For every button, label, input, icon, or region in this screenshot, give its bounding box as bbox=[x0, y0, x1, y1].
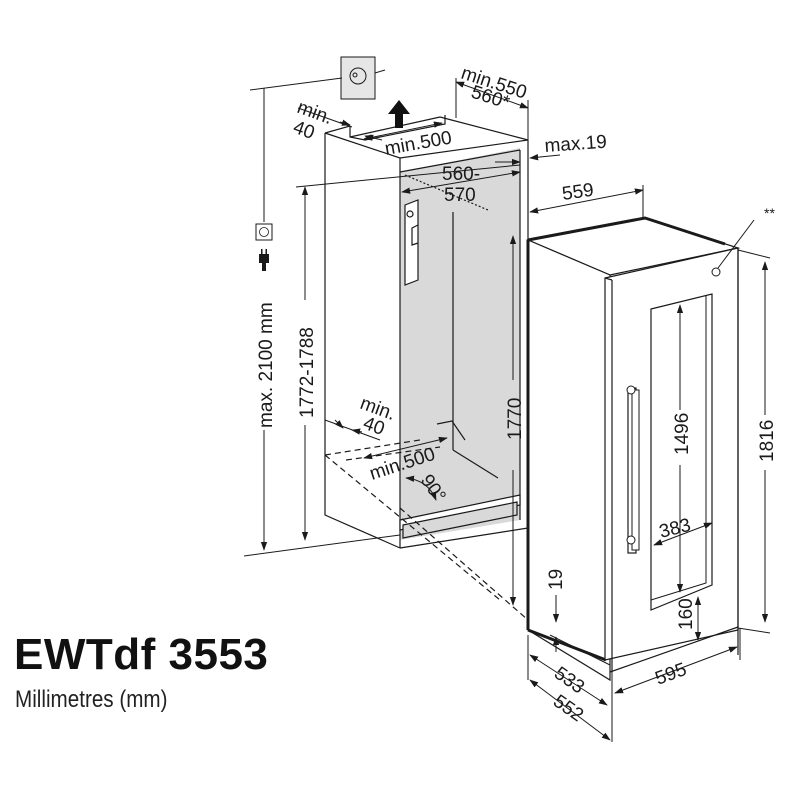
model-title: EWTdf 3553 bbox=[14, 630, 269, 679]
dimension-lines bbox=[243, 77, 771, 742]
dim-niche-height: 1772-1788 bbox=[297, 327, 318, 418]
note-marker: ** bbox=[764, 205, 775, 221]
dim-appliance-height: 1816 bbox=[757, 420, 778, 462]
dim-glass-bottom-offset: 160 bbox=[676, 598, 697, 630]
appliance bbox=[525, 216, 755, 682]
niche-cabinet bbox=[324, 115, 529, 621]
airflow-arrow-icon bbox=[388, 100, 410, 128]
dim-appliance-depth: 533 bbox=[550, 663, 588, 698]
dim-front-gap: max.19 bbox=[544, 132, 608, 157]
wall-socket-icon bbox=[340, 56, 376, 100]
dim-depth-with-door: 552 bbox=[549, 691, 587, 726]
units-subtitle: Millimetres (mm) bbox=[15, 686, 168, 713]
dim-max-height: max. 2100 mm bbox=[256, 302, 277, 428]
dim-appliance-width: 595 bbox=[653, 659, 690, 690]
power-plug-icon bbox=[259, 249, 269, 271]
dim-niche-width-2: 570 bbox=[444, 185, 476, 206]
power-socket-icon bbox=[255, 223, 273, 241]
dim-plinth-gap: 19 bbox=[546, 569, 567, 590]
dim-appliance-depth-top: 559 bbox=[561, 180, 595, 205]
dim-glass-height: 1496 bbox=[672, 413, 693, 455]
dim-niche-width-1: 560- bbox=[442, 164, 480, 185]
dim-appliance-height-niche: 1770 bbox=[505, 398, 526, 440]
